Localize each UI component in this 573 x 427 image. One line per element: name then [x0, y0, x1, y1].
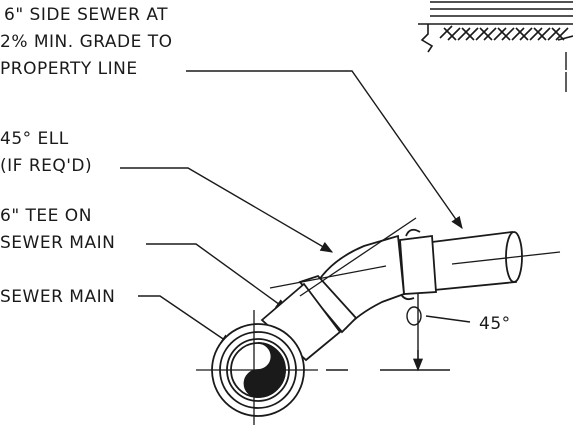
leader-lines [120, 70, 471, 346]
side-sewer-label-line1: 6" SIDE SEWER AT [4, 5, 169, 25]
center-lines [196, 217, 561, 425]
pipe-assembly [211, 228, 523, 417]
side-sewer-label-line2: 2% MIN. GRADE TO [0, 32, 173, 52]
ell-label-line1: 45° ELL [0, 129, 69, 149]
tee-label-line2: SEWER MAIN [0, 233, 116, 253]
ground-surface-symbol [418, 1, 573, 92]
side-sewer-label-line3: PROPERTY LINE [0, 59, 138, 79]
tee-label-line1: 6" TEE ON [0, 206, 92, 226]
angle-label: 45° [479, 314, 511, 334]
sewer-main-label: SEWER MAIN [0, 287, 116, 307]
ell-label-line2: (IF REQ'D) [0, 156, 93, 176]
